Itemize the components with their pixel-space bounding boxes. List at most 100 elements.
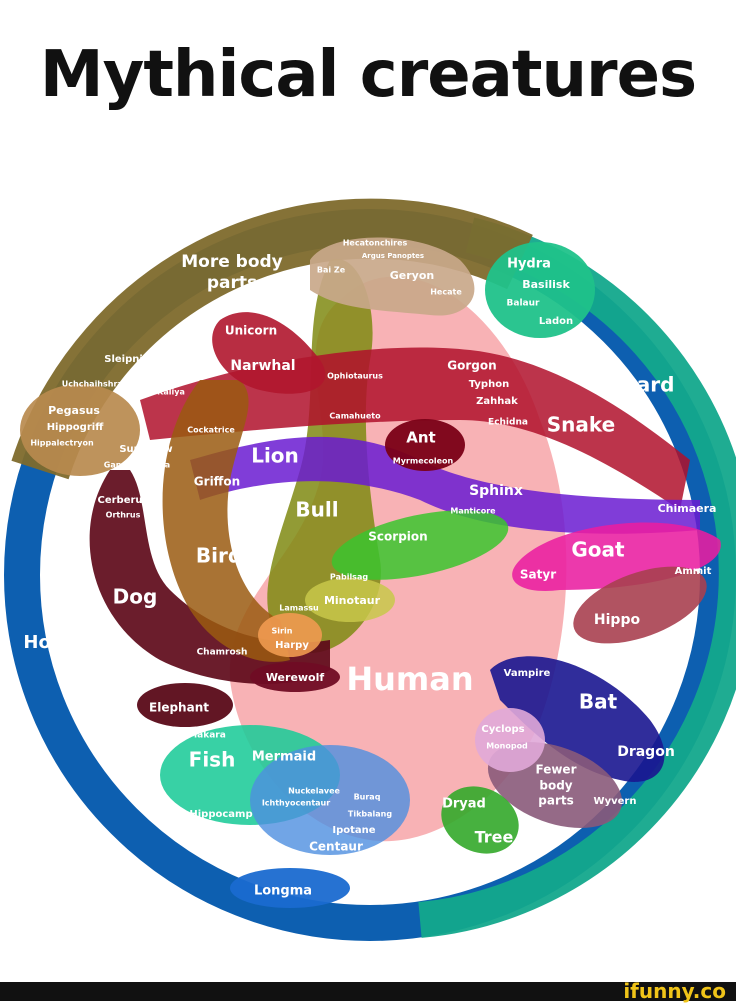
bat-region [490,656,665,782]
hippo-region [573,566,707,644]
longma-region [230,868,350,908]
label-lamassu: Lamassu [279,604,319,613]
label-basilisk: Basilisk [522,278,570,291]
label-ant: Ant [406,429,435,447]
minotaur-region [305,578,395,622]
label-kaliya: Kaliya [157,388,185,397]
label-bird: Bird [196,544,242,568]
label-dog: Dog [113,585,158,609]
label-myrmecoleon: Myrmecoleon [393,457,454,466]
label-ipotane: Ipotane [332,825,375,836]
pegasus-region [20,384,140,476]
label-hippogriff: Hippogriff [47,422,105,433]
label-tree: Tree [475,828,514,847]
footer-bar: ifunny.co [0,979,736,1003]
label-hippalectryon: Hippalectryon [30,439,94,448]
label-fewer-body-parts-2: body [539,779,572,793]
label-geryon: Geryon [390,269,434,282]
label-chimaera: Chimaera [658,502,717,515]
dog-region [89,470,330,684]
label-hecate: Hecate [430,288,462,297]
label-centaur: Centaur [309,840,363,854]
label-minotaur: Minotaur [324,594,381,607]
hecatonchires-region [310,237,475,316]
label-cerberus: Cerberus [98,495,149,506]
label-zahhak: Zahhak [476,396,518,407]
label-harpy: Harpy [275,640,309,651]
label-werewolf: Werewolf [266,671,325,684]
label-ammit: Ammit [675,566,712,577]
label-uchchaihshravas: Uchchaihshravas [62,380,139,389]
label-camahueto: Camahueto [329,412,381,421]
label-chamrosh: Chamrosh [197,648,248,658]
label-gandaberunda: Gandaberunda [104,461,170,470]
label-argus: Argus Panoptes [362,252,424,260]
label-mermaid: Mermaid [252,750,316,765]
unicorn-region [212,312,326,394]
label-elephant: Elephant [149,701,209,715]
harpy-region [258,613,322,657]
label-satyr: Satyr [520,568,556,582]
label-gorgon: Gorgon [447,359,496,373]
label-longma: Longma [254,884,312,899]
hydra-region [485,242,595,338]
label-dragon: Dragon [617,744,675,760]
label-goat: Goat [571,538,625,562]
label-sun-crow: Sun Crow [119,444,172,455]
label-monopod: Monopod [486,742,528,751]
label-griffon: Griffon [194,475,240,489]
label-more-body-parts-1: More body [181,252,283,272]
label-bai-ze: Bai Ze [317,266,346,275]
label-human: Human [346,660,473,698]
labels: More body parts Hecatonchires Argus Pano… [23,239,716,899]
label-fewer-body-parts-3: parts [538,794,573,808]
label-ichthyocentaur: Ichthyocentaur [262,799,330,808]
label-more-body-parts-2: parts [207,273,257,293]
label-horse: Horse [23,632,82,653]
label-ophiotaurus: Ophiotaurus [327,372,383,381]
label-nuckelavee: Nuckelavee [288,787,340,796]
label-cockatrice: Cockatrice [187,426,235,435]
label-manticore: Manticore [450,507,496,516]
ifunny-logo[interactable]: ifunny.co [623,979,726,1003]
label-dryad: Dryad [442,797,486,812]
scorpion-region [331,510,509,580]
label-wyvern: Wyvern [594,796,637,807]
ant-region [385,419,465,471]
label-sphinx: Sphinx [469,483,523,499]
label-lizard: Lizard [606,373,675,397]
label-hydra: Hydra [507,257,551,272]
label-fewer-body-parts-1: Fewer [536,763,577,777]
label-lion: Lion [251,444,299,468]
label-hippocamp: Hippocamp [189,809,252,820]
label-hippo: Hippo [594,612,641,628]
label-bull: Bull [295,498,338,522]
label-pegasus: Pegasus [48,404,100,417]
lion-region [190,436,700,534]
werewolf-region [250,662,340,692]
label-snake: Snake [547,413,615,437]
label-echidna: Echidna [488,418,528,428]
label-bat: Bat [579,690,618,714]
label-scorpion: Scorpion [368,530,427,544]
label-makara: Makara [188,731,226,741]
label-sleipnir: Sleipnir [104,354,148,365]
label-buraq: Buraq [354,793,381,802]
label-sirin: Sirin [272,627,293,636]
label-ladon: Ladon [539,316,573,327]
label-cyclops: Cyclops [481,724,524,735]
label-tikbalang: Tikbalang [348,810,392,819]
label-vampire: Vampire [504,668,551,679]
cyclops-region [475,708,545,772]
tree-region [441,786,519,854]
label-pabilsag: Pabilsag [330,573,368,582]
elephant-region [137,683,233,727]
label-typhon: Typhon [469,379,509,390]
label-orthrus: Orthrus [106,511,141,520]
label-hecatonchires: Hecatonchires [343,239,408,248]
label-fish: Fish [189,748,236,772]
bird-region [162,380,290,662]
label-balaur: Balaur [507,299,540,309]
centaur-region [250,745,410,855]
